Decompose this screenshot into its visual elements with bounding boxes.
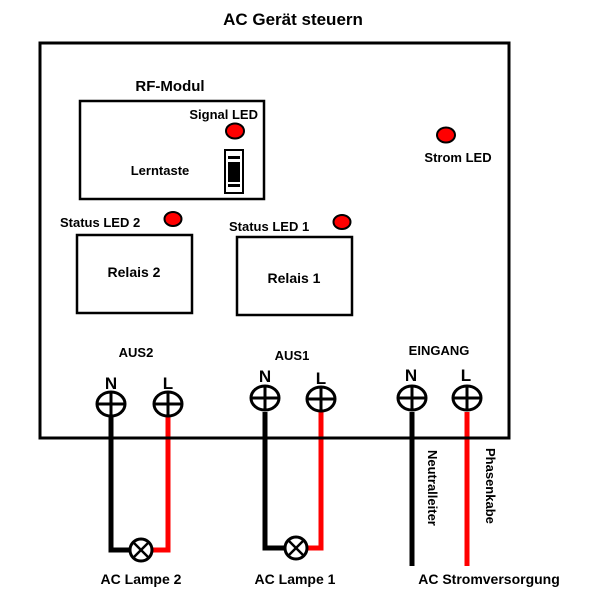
status-led-2-icon: [163, 211, 183, 227]
aus2-phase-wire: [152, 412, 171, 553]
aus2-n-terminal-icon: [95, 390, 127, 418]
status-led-2-label: Status LED 2: [60, 215, 140, 230]
terminal-group-aus1-label: AUS1: [275, 348, 310, 363]
terminal-group-eingang-label: EINGANG: [409, 343, 470, 358]
power-led-label: Strom LED: [424, 150, 491, 165]
terminal-group-aus2-label: AUS2: [119, 345, 154, 360]
learn-button-label: Lerntaste: [131, 163, 190, 178]
aus1-phase-wire: [306, 412, 324, 551]
lamp-2-label: AC Lampe 2: [101, 571, 182, 587]
eingang-n-label: N: [405, 366, 417, 385]
eingang-l-label: L: [461, 366, 471, 385]
phase-wire-label: Phasenkabe: [483, 448, 498, 524]
aus2-l-label: L: [163, 374, 173, 393]
relay-1-box: [235, 235, 354, 317]
aus1-l-label: L: [316, 369, 326, 388]
eingang-l-terminal-icon: [451, 384, 483, 412]
lamp-1-label: AC Lampe 1: [255, 571, 336, 587]
status-led-1-label: Status LED 1: [229, 219, 309, 234]
aus2-n-label: N: [105, 374, 117, 393]
aus2-neutral-wire: [108, 412, 132, 553]
aus1-n-terminal-icon: [249, 384, 281, 412]
status-led-1-icon: [332, 214, 352, 230]
power-led-icon: [436, 126, 456, 144]
diagram-title: AC Gerät steuern: [223, 10, 363, 29]
aus1-l-terminal-icon: [305, 385, 337, 413]
aus1-n-label: N: [259, 367, 271, 386]
signal-led-icon: [225, 122, 245, 140]
neutral-wire-label: Neutralleiter: [425, 450, 440, 526]
lamp-2-icon: [128, 537, 154, 563]
signal-led-label: Signal LED: [189, 107, 258, 122]
rf-module-label: RF-Modul: [135, 78, 204, 95]
lamp-1-icon: [283, 535, 309, 561]
eingang-n-terminal-icon: [396, 384, 428, 412]
aus2-l-terminal-icon: [152, 390, 184, 418]
relay-2-box: [75, 233, 194, 315]
rf-module-box: [78, 99, 266, 201]
aus1-neutral-wire: [262, 412, 287, 551]
power-supply-label: AC Stromversorgung: [418, 571, 560, 587]
learn-button-icon[interactable]: [224, 149, 244, 194]
relay-2-label: Relais 2: [108, 264, 161, 280]
relay-1-label: Relais 1: [268, 270, 321, 286]
